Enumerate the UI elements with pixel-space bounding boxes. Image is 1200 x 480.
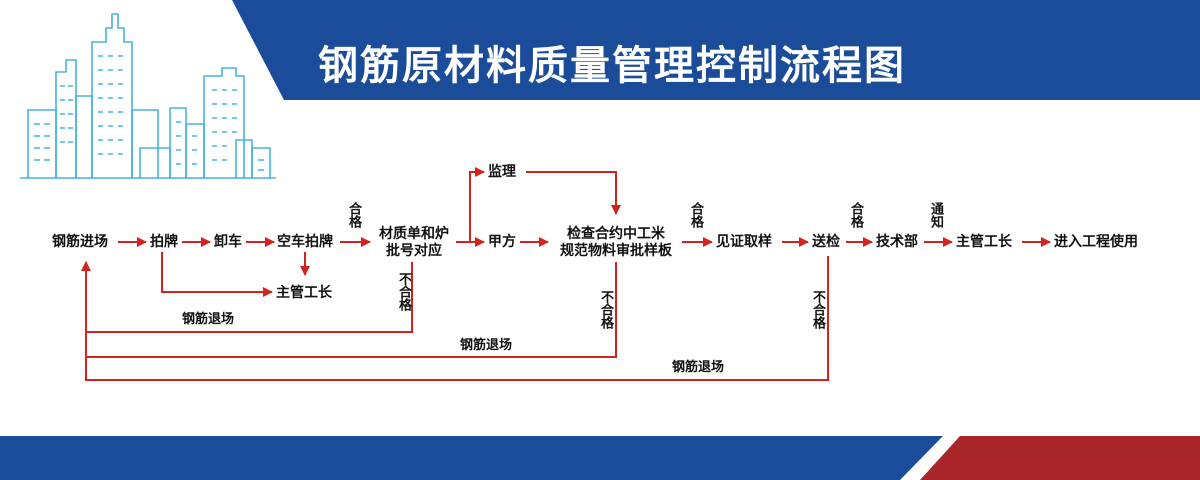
return-paths xyxy=(81,256,829,381)
node-check: 检查合约中工米 规范物料审批样板 xyxy=(550,226,682,260)
label-return-1: 钢筋退场 xyxy=(182,312,235,327)
node-check-line1: 检查合约中工米 xyxy=(567,226,665,242)
arrow-pai-to-supervisor-bottom xyxy=(161,252,273,297)
label-fail-2: 不合格 xyxy=(598,290,613,329)
node-check-line2: 规范物料审批样板 xyxy=(560,243,672,259)
node-start: 钢筋进场 xyxy=(52,234,108,250)
return-path-3 xyxy=(81,256,829,381)
node-tech: 技术部 xyxy=(876,234,918,250)
node-supervisor-main: 主管工长 xyxy=(956,234,1012,250)
node-sample: 见证取样 xyxy=(716,234,772,250)
label-pass-2: 合格 xyxy=(688,202,703,228)
label-pass-3: 合格 xyxy=(848,202,863,228)
node-pai: 拍牌 xyxy=(150,234,178,250)
page-title: 钢筋原材料质量管理控制流程图 xyxy=(318,43,906,89)
node-jia: 甲方 xyxy=(488,234,516,250)
node-supervisor-bottom: 主管工长 xyxy=(276,285,332,301)
return-path-1 xyxy=(86,262,413,333)
node-cert: 材质单和炉 批号对应 xyxy=(372,226,456,260)
label-return-2: 钢筋退场 xyxy=(460,338,513,353)
label-pass-1: 合格 xyxy=(346,202,361,228)
city-skyline-icon xyxy=(20,13,276,179)
label-fail-1: 不合格 xyxy=(396,272,411,311)
label-notify: 通知 xyxy=(928,202,943,228)
node-song: 送检 xyxy=(812,234,840,250)
node-cert-line2: 批号对应 xyxy=(386,243,442,259)
label-fail-3: 不合格 xyxy=(810,290,825,329)
node-xie: 卸车 xyxy=(214,234,242,250)
node-use: 进入工程使用 xyxy=(1054,234,1138,250)
label-return-3: 钢筋退场 xyxy=(672,360,725,375)
top-banner xyxy=(232,0,1200,100)
node-cert-line1: 材质单和炉 xyxy=(379,226,449,242)
bottom-banner-red xyxy=(920,436,1200,480)
arrow-jianli-to-check xyxy=(526,171,621,215)
return-path-2 xyxy=(86,262,617,358)
node-jianli: 监理 xyxy=(488,164,516,180)
node-kong: 空车拍牌 xyxy=(277,234,333,250)
flow-arrows xyxy=(118,167,1051,297)
arrow-to-jianli xyxy=(469,167,485,242)
